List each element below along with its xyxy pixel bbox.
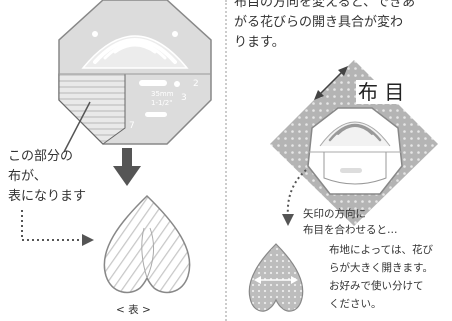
- intro-line-3: ります。: [234, 35, 285, 50]
- template-number-c: 7: [129, 121, 135, 131]
- note-line-1: 布地によっては、花び: [329, 244, 433, 256]
- grain-label: 布 目: [356, 80, 407, 104]
- caption-line-1: この部分の: [8, 149, 74, 164]
- template-number-b: 2: [193, 79, 199, 89]
- column-divider: [225, 0, 227, 321]
- dotted-connector: [21, 210, 94, 246]
- note-line-3: お好みで使い分けて: [329, 280, 424, 292]
- template-label-metric: 35mm: [151, 90, 174, 98]
- intro-line-1: 布目の方向を変えると、できあ: [234, 0, 416, 10]
- align-line-2: 布目を合わせると…: [303, 224, 398, 236]
- down-arrow-icon: [113, 148, 141, 186]
- dotted-curve-connector: [282, 169, 307, 226]
- fabric-grain-illustration: [270, 60, 438, 226]
- template-illustration: 35mm 1-1/2" 3 2 7: [58, 0, 212, 145]
- template-label-imperial: 1-1/2": [151, 99, 172, 107]
- note-line-4: ください。: [329, 298, 382, 310]
- petal-dotted-illustration: [248, 243, 304, 312]
- intro-line-2: がる花びらの開き具合が変わ: [234, 15, 404, 30]
- caption-pointer-line: [63, 101, 91, 153]
- caption-line-2: 布が、: [8, 169, 47, 184]
- template-number-a: 3: [181, 93, 187, 103]
- petal-caption: < 表 >: [116, 304, 151, 316]
- align-line-1: 矢印の方向に: [303, 208, 366, 220]
- note-line-2: らが大きく開きます。: [329, 262, 433, 274]
- petal-front-illustration: [103, 194, 191, 294]
- caption-line-3: 表になります: [8, 189, 87, 204]
